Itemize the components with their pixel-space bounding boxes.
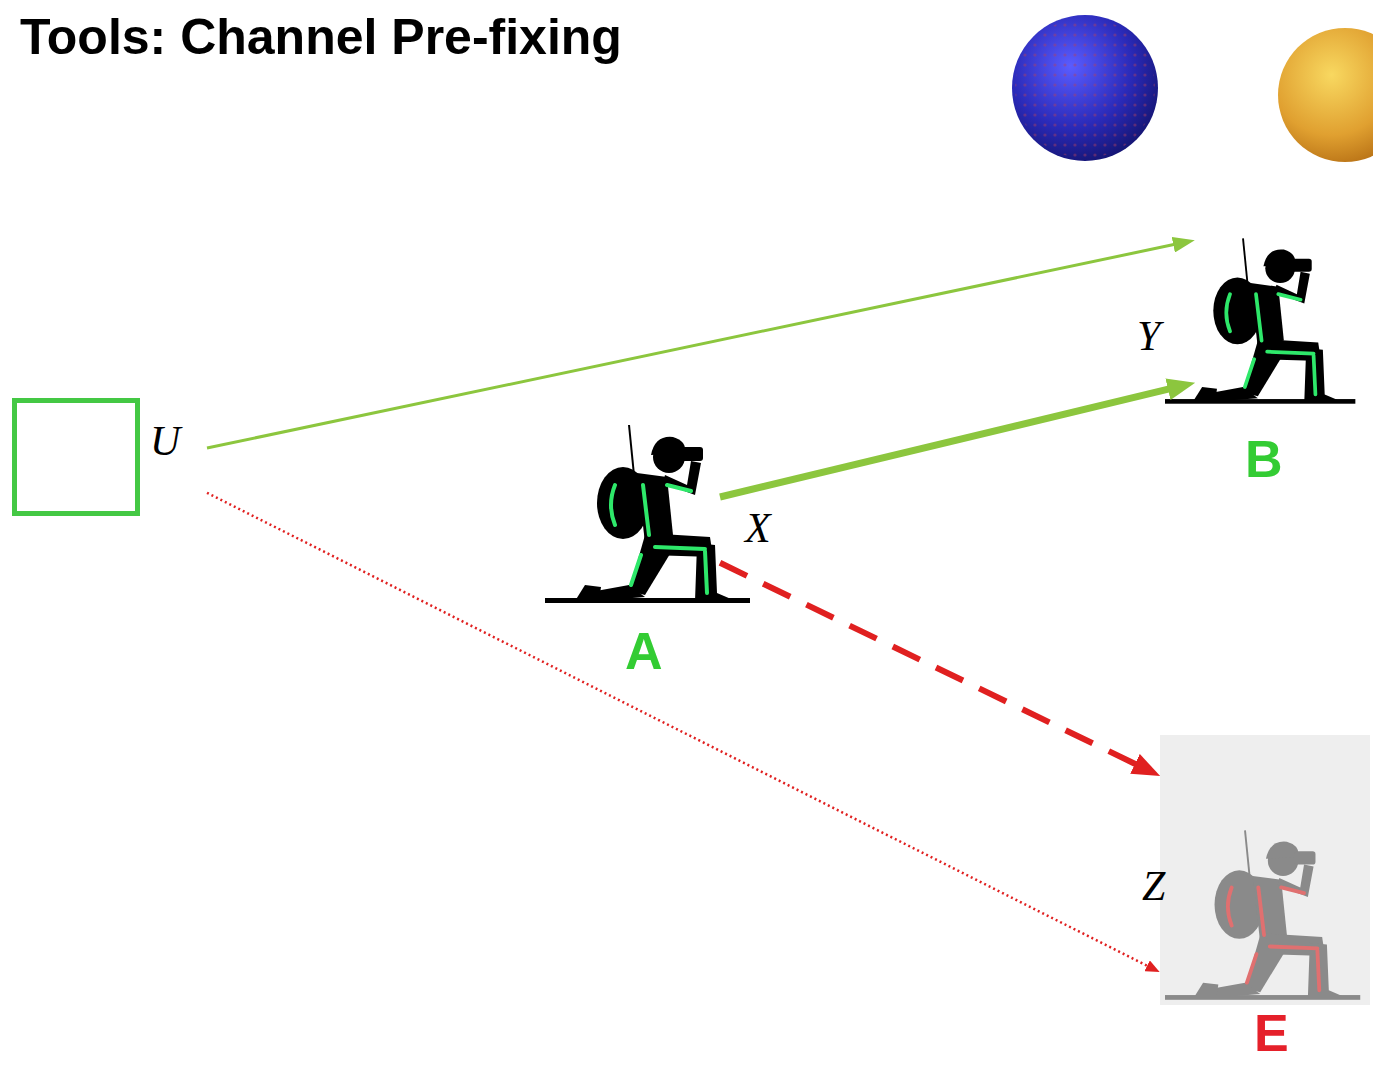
signal-symbol: X: [745, 507, 771, 549]
node-name: E: [1254, 1007, 1289, 1059]
source-square: [12, 398, 140, 516]
slide-title: Tools: Channel Pre-fixing: [20, 10, 622, 65]
station-node: ZE: [1160, 735, 1370, 1060]
station-node: YB: [1195, 175, 1365, 485]
node-name: A: [625, 625, 663, 677]
node-name: B: [1245, 433, 1283, 485]
soldier-figure: [1165, 238, 1355, 403]
leak-link: [207, 493, 1152, 969]
signal-symbol: U: [150, 420, 180, 462]
signal-symbol: Y: [1137, 315, 1160, 357]
soldier-figure: [545, 425, 750, 603]
eavesdropper-figure: [1165, 830, 1360, 1000]
station-node: XA: [545, 425, 720, 685]
leak-link: [720, 563, 1145, 769]
source-box: U: [12, 398, 207, 518]
legit-link: [720, 387, 1179, 497]
signal-symbol: Z: [1142, 865, 1165, 907]
blue-sphere: [1012, 15, 1158, 161]
orange-sphere: [1278, 28, 1373, 162]
sphere-texture: [1015, 18, 1155, 158]
legit-link: [207, 243, 1182, 448]
faded-backdrop: [1160, 735, 1370, 1005]
